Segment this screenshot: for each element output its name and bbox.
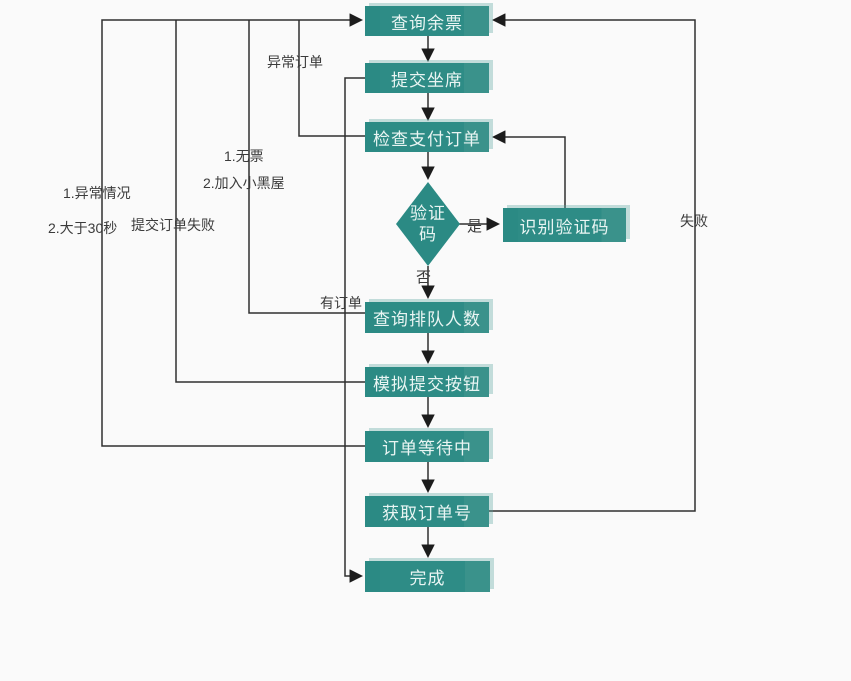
- node-query-tickets: 查询余票: [365, 6, 489, 36]
- node-get-order-number: 获取订单号: [365, 496, 489, 527]
- edge-label-abnormal-order: 异常订单: [267, 54, 323, 70]
- node-simulate-submit: 模拟提交按钮: [365, 367, 489, 397]
- edge-label-has-order: 有订单: [320, 295, 362, 311]
- node-submit-seat: 提交坐席: [365, 63, 489, 93]
- node-order-waiting: 订单等待中: [365, 431, 489, 462]
- edge-label-yes: 是: [467, 218, 483, 235]
- node-recognize-captcha: 识别验证码: [503, 208, 626, 242]
- node-done: 完成: [365, 561, 490, 592]
- captcha-decision-label: 验证码: [410, 203, 446, 244]
- node-check-payment: 检查支付订单: [365, 122, 489, 152]
- edge-label-abnormal-case: 1.异常情况: [63, 185, 131, 201]
- edge-label-submit-order-fail: 提交订单失败: [131, 217, 215, 233]
- edge-label-no: 否: [416, 269, 432, 286]
- edge-label-no-ticket: 1.无票: [224, 148, 264, 164]
- edge-label-join-blackroom: 2.加入小黑屋: [203, 175, 285, 191]
- edge-label-fail: 失败: [680, 213, 708, 229]
- node-query-queue: 查询排队人数: [365, 302, 489, 333]
- edge-label-over-30s: 2.大于30秒: [48, 220, 118, 236]
